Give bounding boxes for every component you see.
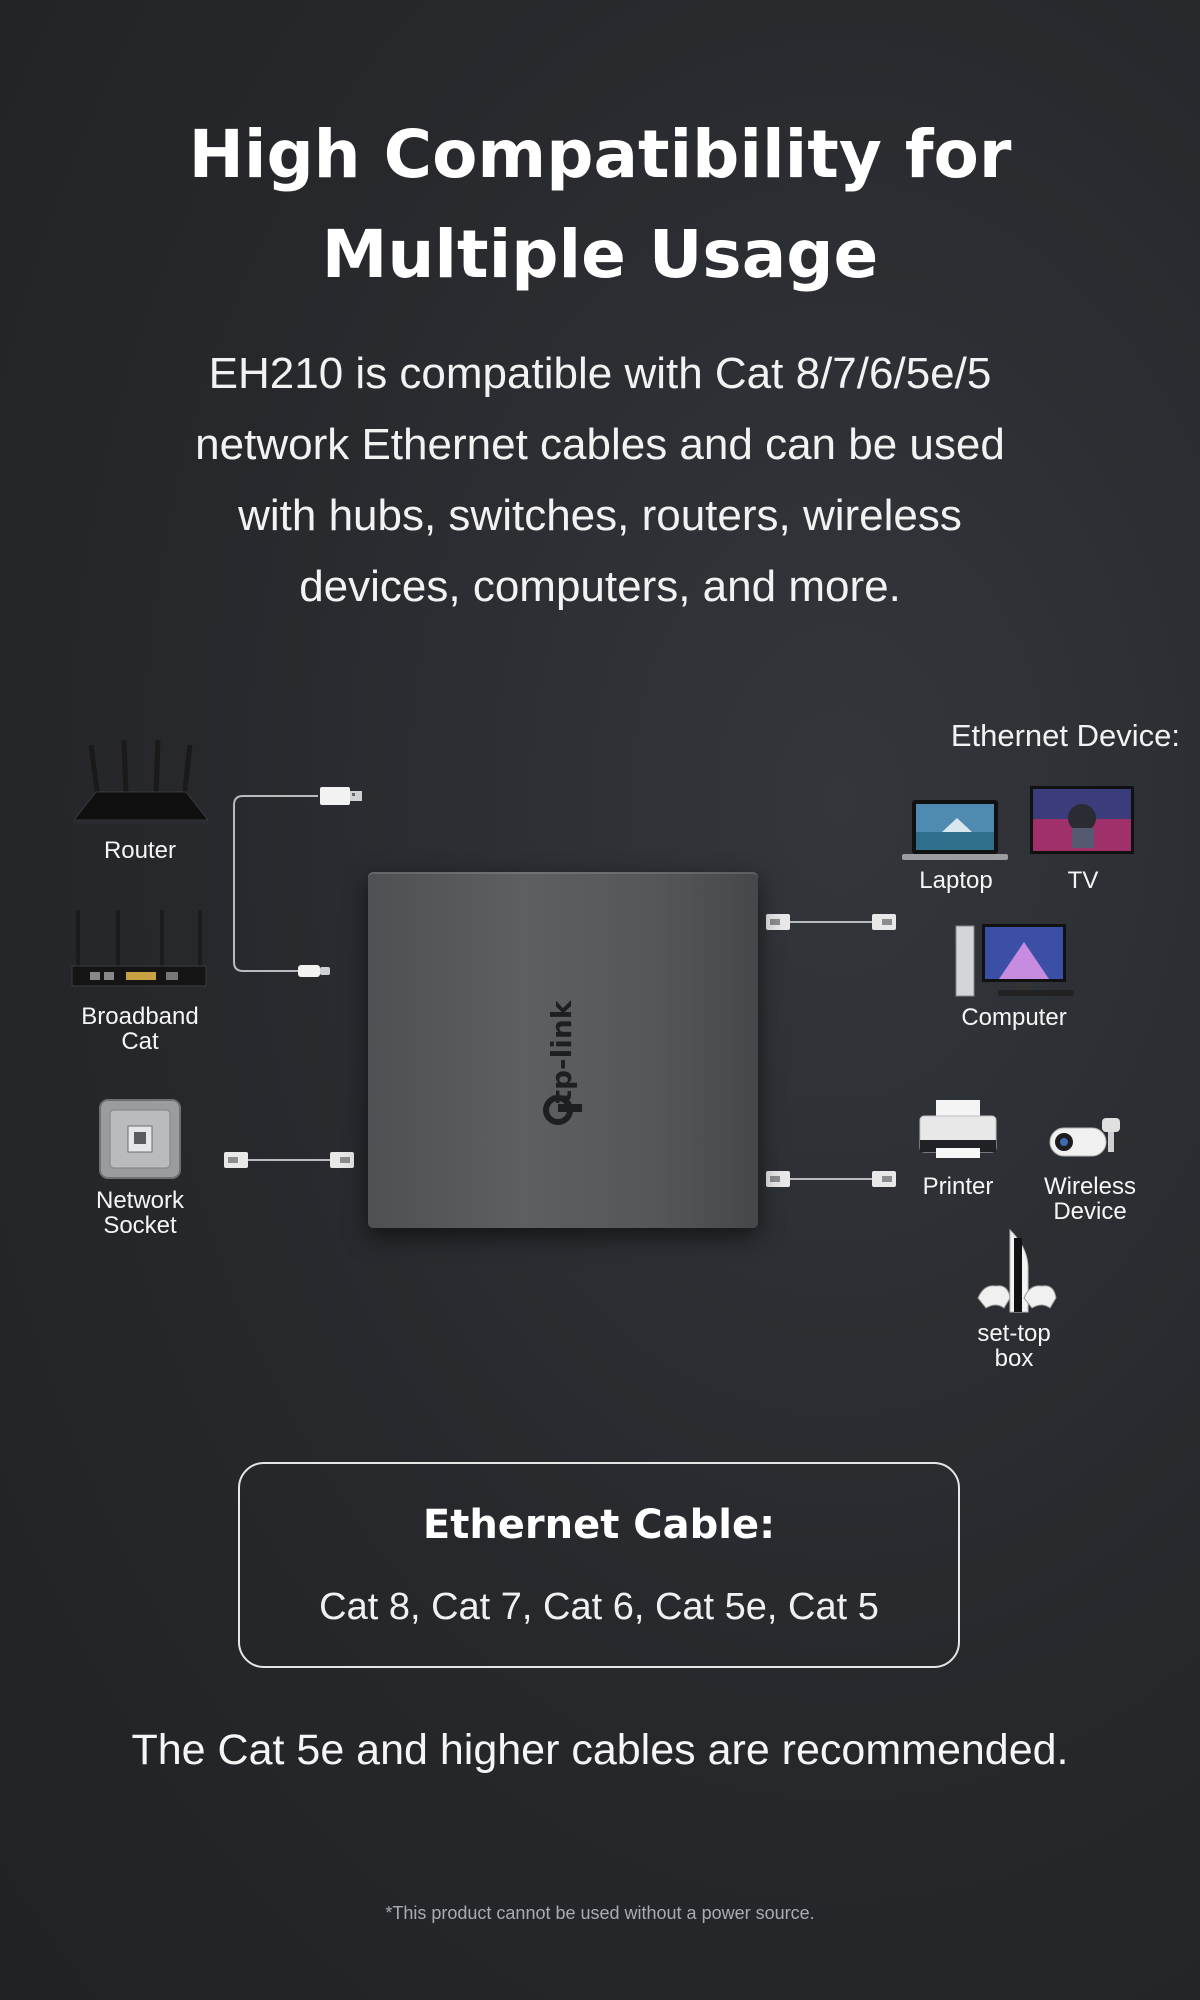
printer-label: Printer — [878, 1174, 1038, 1199]
usb-c-plug-icon — [298, 965, 330, 977]
broadband-cat-label-line: Cat — [121, 1028, 159, 1055]
usb-plug-icon — [320, 787, 362, 805]
printer-label-text: Printer — [922, 1173, 994, 1200]
wireless-device-label-line: Wireless — [1043, 1173, 1136, 1200]
subtitle-line: with hubs, switches, routers, wireless — [238, 491, 962, 540]
subtitle-line: EH210 is compatible with Cat 8/7/6/5e/5 — [208, 349, 992, 398]
laptop-icon — [902, 800, 1008, 860]
network-socket-label: Network Socket — [60, 1188, 220, 1238]
set-top-box-label-line: box — [994, 1345, 1034, 1372]
ethernet-cable-title: Ethernet Cable: — [422, 1502, 776, 1548]
tv-label-text: TV — [1067, 867, 1099, 894]
title-line-1: High Compatibility for — [188, 116, 1012, 193]
ethernet-device-heading: Ethernet Device: — [950, 718, 1180, 753]
network-socket-label-line: Socket — [103, 1212, 177, 1239]
broadband-cat-label-line: Broadband — [81, 1003, 199, 1030]
subtitle-line: devices, computers, and more. — [299, 562, 901, 611]
wireless-device-label: Wireless Device — [1010, 1174, 1170, 1224]
page-title: High Compatibility for Multiple Usage — [0, 105, 1200, 305]
ethernet-cable-values: Cat 8, Cat 7, Cat 6, Cat 5e, Cat 5 — [319, 1586, 879, 1628]
wireless-device-label-line: Device — [1053, 1198, 1127, 1225]
page-subtitle: EH210 is compatible with Cat 8/7/6/5e/5 … — [150, 338, 1050, 622]
computer-label-text: Computer — [961, 1004, 1067, 1031]
tv-label: TV — [1003, 868, 1163, 893]
ethernet-cable-box: Ethernet Cable: Cat 8, Cat 7, Cat 6, Cat… — [238, 1462, 960, 1668]
tv-icon — [1030, 786, 1134, 854]
network-socket-icon — [99, 1099, 181, 1179]
network-socket-label-line: Network — [95, 1187, 185, 1214]
recommendation-text: The Cat 5e and higher cables are recomme… — [131, 1726, 1069, 1774]
game-console-icon — [977, 1228, 1057, 1313]
title-line-2: Multiple Usage — [321, 216, 879, 293]
tp-link-logo-icon: tp-link — [543, 999, 582, 1125]
printer-icon — [919, 1100, 997, 1158]
laptop-label-text: Laptop — [919, 867, 993, 894]
broadband-cat-icon — [71, 910, 207, 987]
computer-icon — [955, 924, 1074, 997]
set-top-box-label: set-top box — [934, 1321, 1094, 1371]
broadband-cat-label: Broadband Cat — [60, 1004, 220, 1054]
computer-label: Computer — [934, 1005, 1094, 1030]
router-icon — [72, 740, 210, 824]
footnote-text: *This product cannot be used without a p… — [385, 1903, 815, 1923]
set-top-box-label-line: set-top — [977, 1320, 1051, 1347]
wireless-camera-icon — [1049, 1118, 1120, 1157]
eh210-hub-image: tp-link — [368, 872, 758, 1228]
router-label-text: Router — [103, 837, 177, 864]
laptop-label: Laptop — [876, 868, 1036, 893]
subtitle-line: network Ethernet cables and can be used — [195, 420, 1005, 469]
tp-link-logo-text: tp-link — [545, 999, 578, 1103]
router-label: Router — [60, 838, 220, 863]
